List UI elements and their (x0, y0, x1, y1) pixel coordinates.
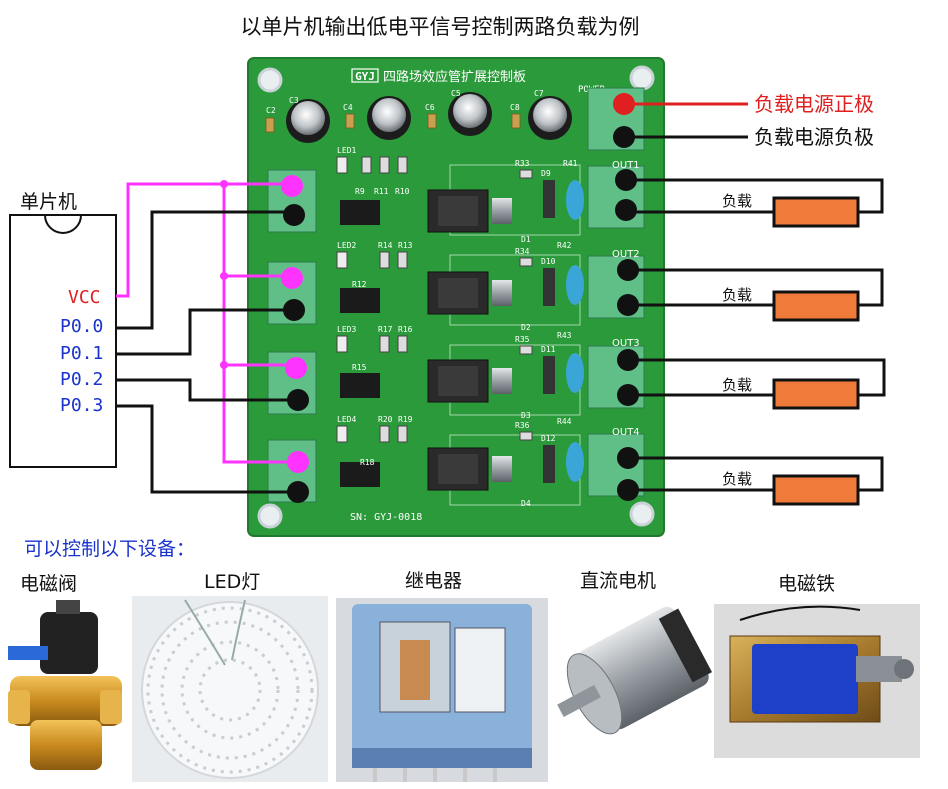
svg-text:C5: C5 (451, 89, 461, 98)
svg-text:R10: R10 (395, 187, 410, 196)
solenoid-valve-image (8, 600, 122, 770)
power-positive-label: 负载电源正极 (754, 92, 874, 116)
signal-wires (116, 210, 298, 494)
load-label-4: 负载 (722, 470, 752, 488)
device-labels: 电磁阀 LED灯 继电器 直流电机 电磁铁 (20, 570, 835, 595)
svg-text:R17: R17 (378, 325, 393, 334)
device-label-dc-motor: 直流电机 (580, 570, 656, 592)
svg-text:R35: R35 (515, 335, 530, 344)
pin-p03-label: P0.3 (60, 395, 103, 416)
mounting-holes (257, 65, 655, 529)
electromagnet-image (714, 604, 920, 758)
svg-text:C7: C7 (534, 89, 544, 98)
svg-text:OUT4: OUT4 (612, 427, 640, 438)
svg-text:R41: R41 (563, 159, 578, 168)
load-label-2: 负载 (722, 286, 752, 304)
board-brand: GYJ (355, 70, 375, 83)
out-labels: OUT1 OUT2 OUT3 OUT4 (612, 160, 640, 438)
svg-text:R16: R16 (398, 325, 413, 334)
page-title: 以单片机输出低电平信号控制两路负载为例 (241, 15, 640, 39)
power-negative-label: 负载电源负极 (754, 125, 874, 149)
mcu-label: 单片机 (20, 191, 77, 213)
svg-text:C6: C6 (425, 103, 435, 112)
svg-text:OUT3: OUT3 (612, 338, 640, 349)
svg-text:R42: R42 (557, 241, 572, 250)
channel-components (336, 156, 584, 491)
svg-text:R19: R19 (398, 415, 413, 424)
svg-text:R11: R11 (374, 187, 389, 196)
svg-text:D12: D12 (541, 434, 556, 443)
svg-text:D4: D4 (521, 499, 531, 508)
svg-text:R13: R13 (398, 241, 413, 250)
svg-text:R43: R43 (557, 331, 572, 340)
svg-text:C2: C2 (266, 106, 276, 115)
svg-text:R18: R18 (360, 458, 375, 467)
electrolytic-capacitors (286, 92, 572, 143)
load-loops (615, 169, 886, 506)
svg-text:R34: R34 (515, 247, 530, 256)
power-negative-dot (613, 126, 635, 148)
svg-text:D11: D11 (541, 345, 556, 354)
relay-image (336, 598, 548, 782)
svg-text:LED4: LED4 (337, 415, 356, 424)
pin-vcc-label: VCC (68, 287, 101, 308)
load-label-1: 负载 (722, 192, 752, 210)
signal-terminal-dots (283, 204, 309, 503)
board-name: 四路场效应管扩展控制板 (383, 69, 526, 85)
svg-text:OUT2: OUT2 (612, 249, 640, 260)
svg-text:R9: R9 (355, 187, 365, 196)
svg-text:LED1: LED1 (337, 146, 356, 155)
load-resistor-4 (772, 474, 860, 506)
svg-text:D3: D3 (521, 411, 531, 420)
load-resistor-1 (772, 196, 860, 228)
pin-p02-label: P0.2 (60, 369, 103, 390)
devices-heading: 可以控制以下设备： (24, 538, 195, 560)
power-positive-dot (613, 93, 635, 115)
pcb-board: GYJ 四路场效应管扩展控制板 POWER SN: GYJ-0018 C2 C3… (247, 57, 665, 537)
svg-text:R12: R12 (352, 280, 367, 289)
vcc-junctions (220, 175, 309, 473)
smd-caps (265, 113, 521, 133)
load-resistor-2 (772, 290, 860, 322)
svg-text:R15: R15 (352, 363, 367, 372)
svg-text:R14: R14 (378, 241, 393, 250)
mcu-pin-labels: VCC P0.0 P0.1 P0.2 P0.3 (60, 287, 103, 416)
svg-text:C4: C4 (343, 103, 353, 112)
cap-labels: C2 C3 C4 C6 C8 C5 C7 (266, 89, 544, 115)
svg-text:C3: C3 (289, 96, 299, 105)
svg-text:D10: D10 (541, 257, 556, 266)
svg-text:D2: D2 (521, 323, 531, 332)
device-label-relay: 继电器 (405, 570, 462, 592)
svg-text:D9: D9 (541, 169, 551, 178)
svg-text:C8: C8 (510, 103, 520, 112)
mcu-chip (9, 214, 117, 468)
device-label-solenoid-valve: 电磁阀 (20, 573, 77, 595)
component-labels: LED1 LED2 LED3 LED4 R9 R11 R10 R14 R13 R… (337, 146, 578, 508)
svg-text:LED3: LED3 (337, 325, 356, 334)
dc-motor-image (557, 606, 713, 735)
board-serial: SN: GYJ-0018 (350, 512, 422, 523)
svg-text:D1: D1 (521, 235, 531, 244)
device-label-electromagnet: 电磁铁 (778, 573, 835, 595)
svg-text:OUT1: OUT1 (612, 160, 640, 171)
svg-text:R33: R33 (515, 159, 530, 168)
svg-text:LED2: LED2 (337, 241, 356, 250)
load-resistor-3 (772, 378, 860, 410)
device-label-led-lamp: LED灯 (204, 571, 260, 593)
svg-text:R20: R20 (378, 415, 393, 424)
load-labels: 负载 负载 负载 负载 (722, 192, 752, 488)
svg-text:R44: R44 (557, 417, 572, 426)
svg-text:R36: R36 (515, 421, 530, 430)
led-ring-image (132, 596, 328, 782)
pin-p01-label: P0.1 (60, 343, 103, 364)
load-label-3: 负载 (722, 376, 752, 394)
pin-p00-label: P0.0 (60, 316, 103, 337)
